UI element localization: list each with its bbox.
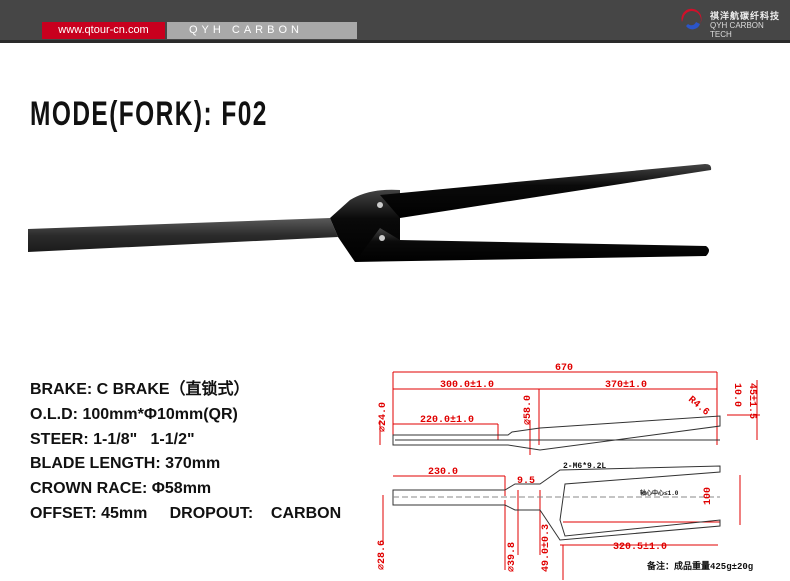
dim-blade: 370±1.0 <box>605 380 647 391</box>
dim-steer-tube: 220.0±1.0 <box>420 415 474 426</box>
weight-note: 备注：成品重量425g±20g <box>646 560 753 572</box>
dim-crown-h: 9.5 <box>517 476 535 487</box>
dim-lower-dia: ⌀28.6 <box>377 540 388 570</box>
logo-swirl-icon <box>681 8 702 30</box>
dim-steerer: 300.0±1.0 <box>440 380 494 391</box>
dim-steer-len: 230.0 <box>428 467 458 478</box>
dim-steer-dia: ⌀24.0 <box>378 402 389 432</box>
spec-blade-length: BLADE LENGTH: 370mm <box>30 455 221 473</box>
lower-blade <box>355 228 709 262</box>
dim-crown-race-dia: ⌀39.8 <box>507 542 518 572</box>
site-url-link[interactable]: www.qtour-cn.com <box>42 22 165 39</box>
logo-chinese-text: 祺洋航碳纤科技 <box>710 11 781 21</box>
dim-overall: 670 <box>555 363 573 374</box>
spec-steer: STEER: 1-1/8" 1-1/2" <box>30 430 195 448</box>
dim-crown-dia: ⌀58.0 <box>523 395 534 425</box>
spec-crown-race: CROWN RACE: Φ58mm <box>30 480 212 498</box>
upper-blade <box>380 164 712 218</box>
dim-old: 100 <box>703 487 714 505</box>
spec-old: O.L.D: 100mm*Φ10mm(QR) <box>30 405 238 423</box>
spec-list: BRAKE: C BRAKE（直锁式） O.L.D: 100mm*Φ10mm(Q… <box>30 378 341 527</box>
dim-offset: 45±1.5 <box>746 383 757 419</box>
logo-english-text: QYH CARBON TECH <box>710 21 764 39</box>
spec-offset-dropout: OFFSET: 45mm DROPOUT: CARBON <box>30 504 342 522</box>
header-bar: www.qtour-cn.com QYH CARBON 祺洋航碳纤科技 QYH … <box>0 0 790 43</box>
steerer-tube <box>28 218 338 252</box>
spec-brake: BRAKE: C BRAKE（直锁式） <box>30 381 250 398</box>
dim-center: 轴心中心≤1.0 <box>640 489 679 497</box>
dim-blade-len: 320.5±1.0 <box>613 542 667 553</box>
dim-crown-w: 49.0±0.3 <box>541 524 552 572</box>
page-title: MODE(FORK): F02 <box>30 95 268 133</box>
company-logo: 祺洋航碳纤科技 QYH CARBON TECH <box>676 4 786 39</box>
dim-radius: R4.6 <box>685 395 710 419</box>
brand-tab: QYH CARBON <box>167 22 357 39</box>
dim-bolts: 2-M6*9.2L <box>563 462 606 471</box>
dim-dropout: 10.0 <box>731 383 742 407</box>
